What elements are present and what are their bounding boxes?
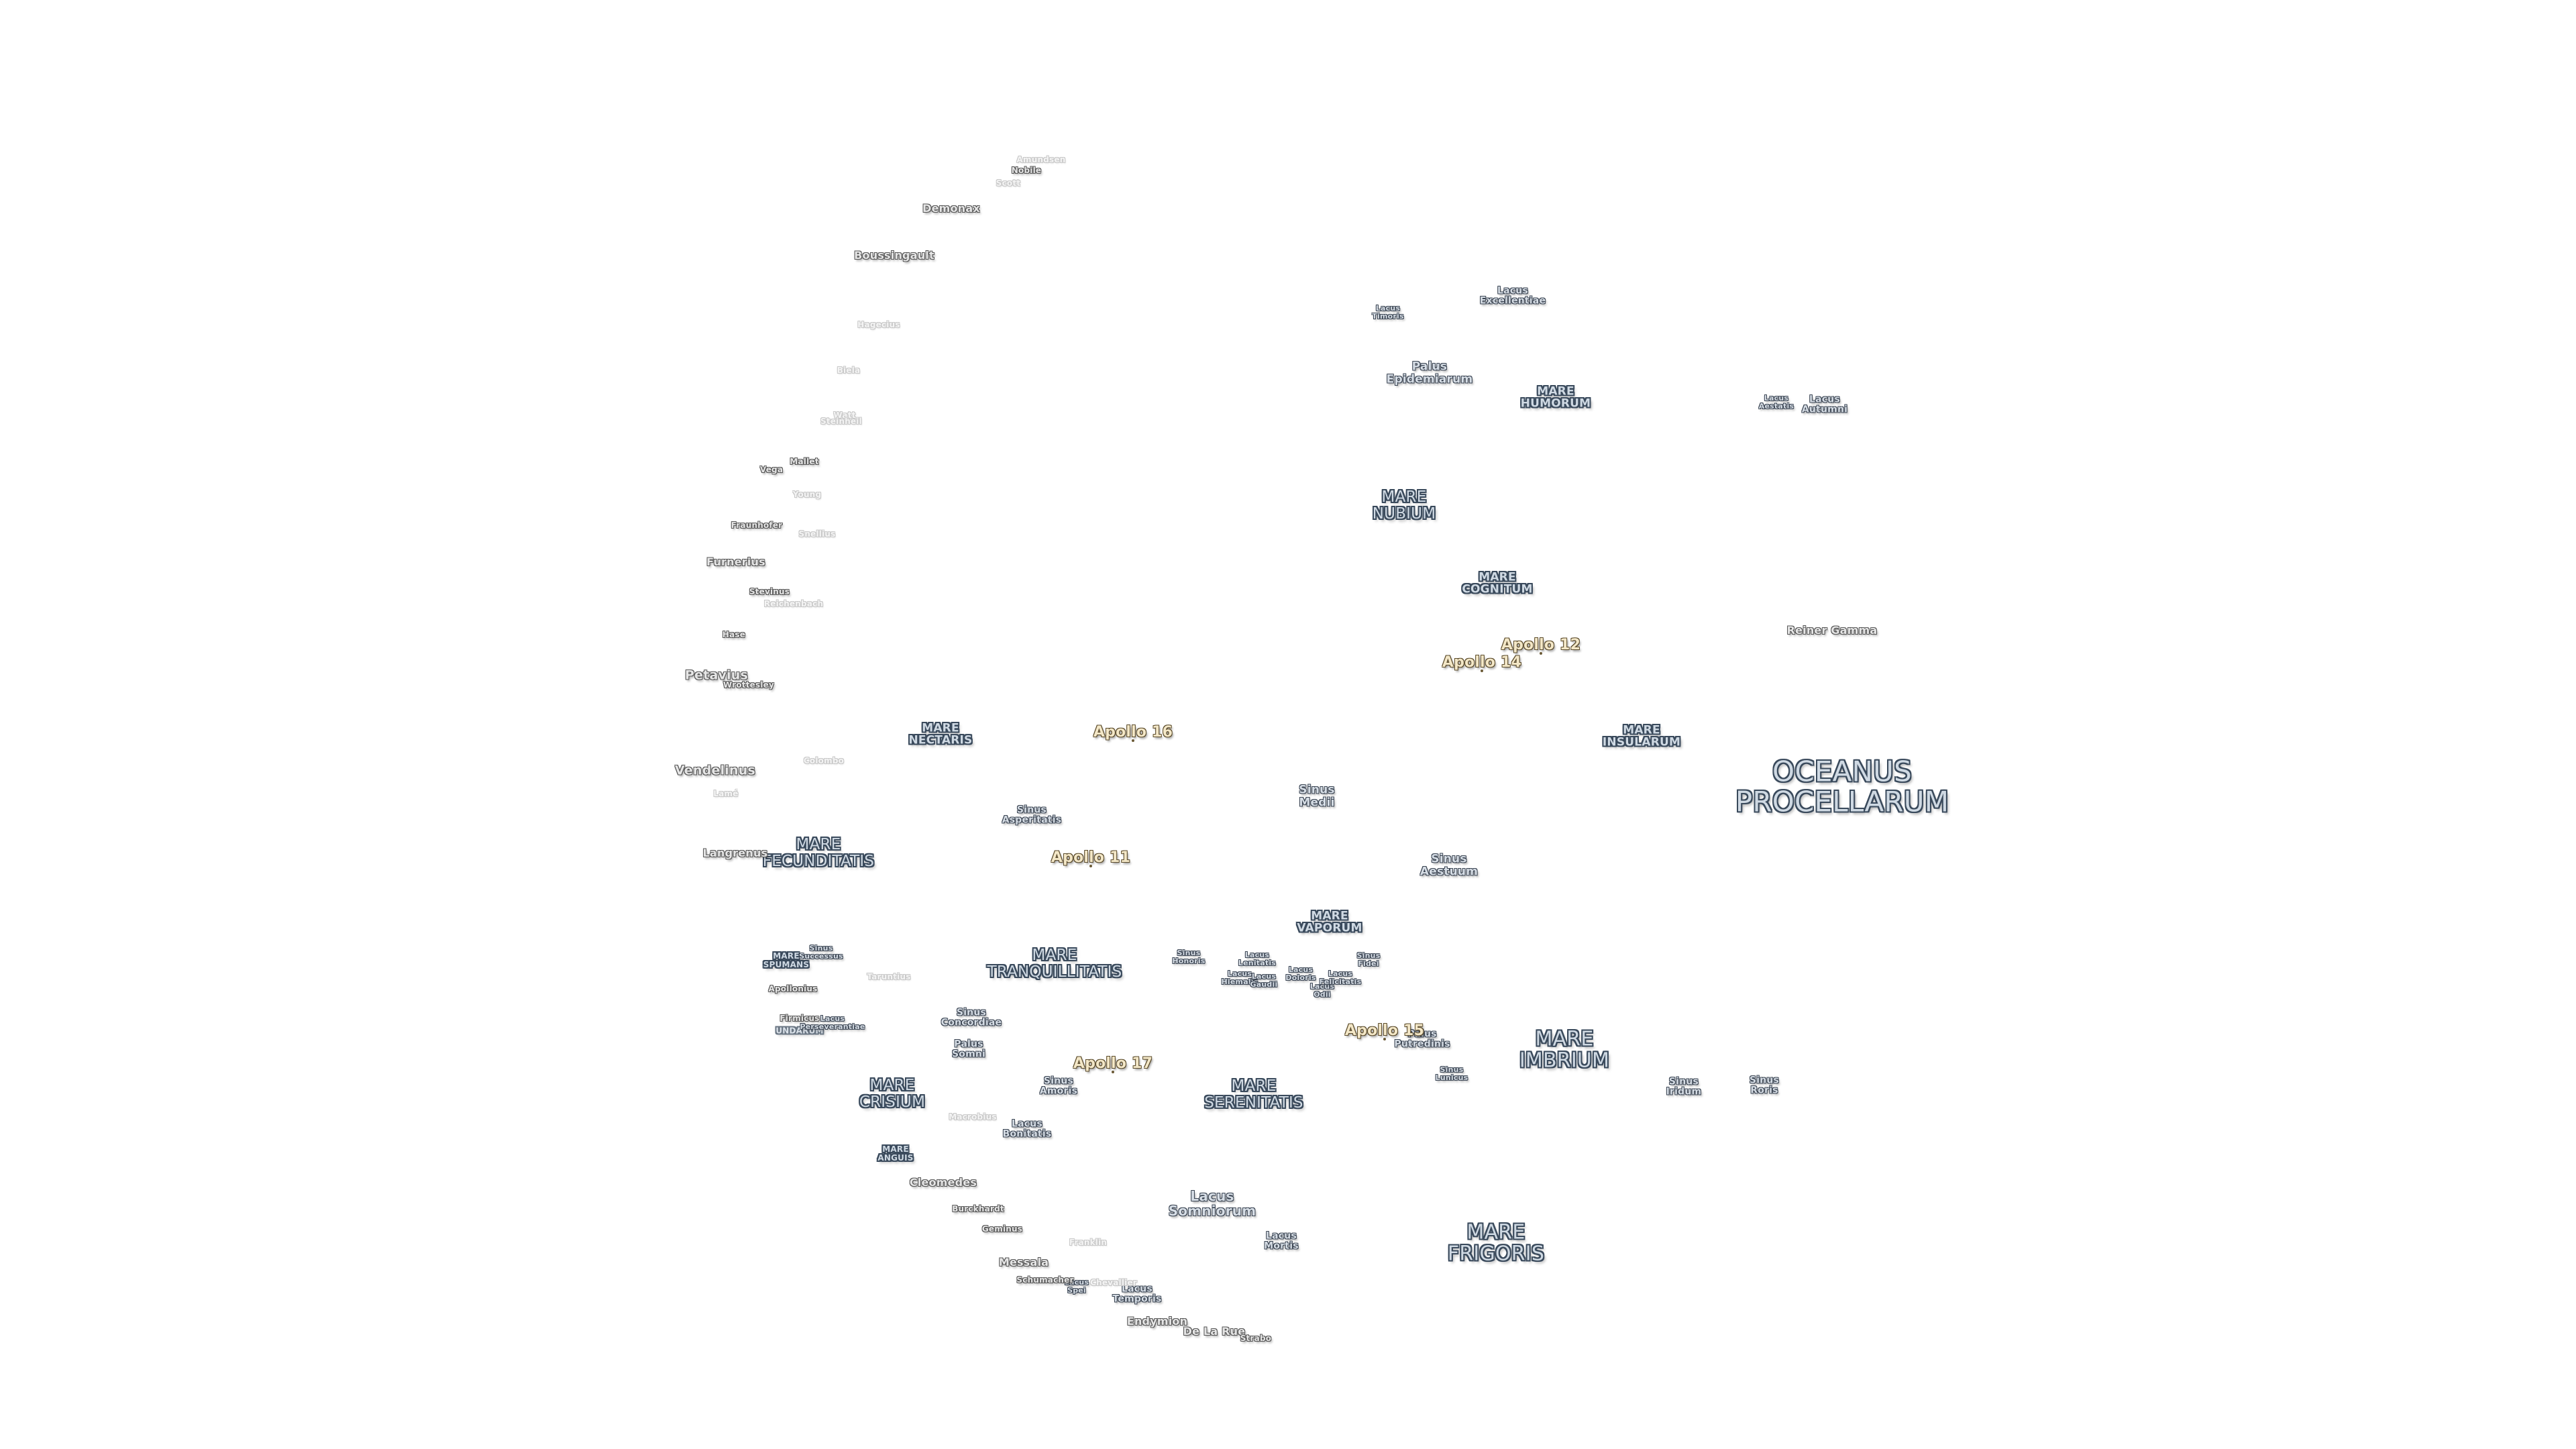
feature-label-palus-putredinis: Palus Putredinis xyxy=(1394,1028,1450,1050)
crater-label-steinheil: Steinheil xyxy=(820,417,862,426)
crater-label-schumacher: Schumacher xyxy=(1016,1275,1074,1285)
feature-label-lacus-doloris: Lacus Doloris xyxy=(1285,965,1316,982)
feature-label-sinus-roris: Sinus Roris xyxy=(1749,1075,1780,1096)
crater-label-fraunhofer: Fraunhofer xyxy=(731,521,783,530)
crater-label-vendelinus: Vendelinus xyxy=(675,763,755,778)
crater-label-furnerius: Furnerius xyxy=(706,555,765,568)
apollo-label-15: Apollo 15 xyxy=(1344,1022,1425,1039)
crater-label-messala: Messala xyxy=(998,1256,1049,1269)
crater-label-hagecius: Hagecius xyxy=(857,320,900,329)
crater-label-demonax: Demonax xyxy=(922,202,980,215)
mare-label-mare-humorum: MARE HUMORUM xyxy=(1520,384,1591,411)
feature-label-sinus-aestuum: Sinus Aestuum xyxy=(1419,852,1479,878)
crater-label-wrottesley: Wrottesley xyxy=(722,680,775,690)
apollo-12-site-marker xyxy=(1540,652,1542,655)
feature-label-sinus-medii: Sinus Medii xyxy=(1299,783,1335,809)
crater-label-young: Young xyxy=(792,490,822,499)
feature-label-lacus-perseverantiae: Lacus Perseverantiae xyxy=(800,1014,865,1031)
crater-label-strabo: Strabo xyxy=(1240,1334,1272,1343)
mare-label-mare-anguis: MARE ANGUIS xyxy=(877,1144,914,1163)
apollo-15-site-marker xyxy=(1383,1038,1386,1040)
crater-label-nobile: Nobile xyxy=(1011,166,1042,175)
feature-label-lacus-mortis: Lacus Mortis xyxy=(1264,1230,1299,1252)
mare-label-mare-insularum: MARE INSULARUM xyxy=(1602,723,1681,749)
mare-label-mare-tranquillitatis: MARE TRANQUILLITATIS xyxy=(987,947,1122,981)
feature-label-lacus-aestatis: Lacus Aestatis xyxy=(1758,393,1794,411)
crater-label-boussingault: Boussingault xyxy=(854,249,934,262)
mare-label-mare-spumans: MARE SPUMANS xyxy=(763,951,810,969)
feature-label-palus-somni: Palus Somni xyxy=(951,1038,986,1060)
crater-label-cleomedes: Cleomedes xyxy=(909,1176,977,1189)
mare-label-mare-undarum: UNDARUM xyxy=(775,1026,824,1036)
crater-label-biela: Biela xyxy=(837,366,861,375)
crater-label-langrenus: Langrenus xyxy=(702,847,768,859)
feature-label-sinus-amoris: Sinus Amoris xyxy=(1039,1075,1078,1097)
crater-label-burckhardt: Burckhardt xyxy=(952,1204,1004,1214)
mare-label-mare-crisium: MARE CRISIUM xyxy=(859,1077,926,1111)
feature-label-lacus-gaudii: Lacus Gaudii xyxy=(1250,971,1278,989)
feature-label-lacus-felicitatis: Lacus Felicitatis xyxy=(1319,969,1362,986)
feature-label-lacus-somniorum: Lacus Somniorum xyxy=(1168,1188,1256,1219)
crater-label-hase: Hase xyxy=(722,630,746,639)
apollo-17-site-marker xyxy=(1112,1071,1114,1073)
crater-label-vega: Vega xyxy=(759,465,784,474)
crater-label-colombo: Colombo xyxy=(803,756,845,765)
crater-label-franklin: Franklin xyxy=(1069,1238,1108,1247)
feature-label-lacus-temporis: Lacus Temporis xyxy=(1112,1283,1162,1305)
feature-label-sinus-fidei: Sinus Fidei xyxy=(1356,951,1381,968)
mare-label-mare-frigoris: MARE FRIGORIS xyxy=(1447,1220,1545,1266)
feature-label-lacus-timoris: Lacus Timoris xyxy=(1372,303,1404,321)
feature-label-lacus-odii: Lacus Odii xyxy=(1309,981,1335,999)
crater-label-endymion: Endymion xyxy=(1126,1315,1188,1328)
feature-label-sinus-successus: Sinus Successus xyxy=(799,943,843,961)
crater-label-petavius: Petavius xyxy=(684,667,749,683)
apollo-14-site-marker xyxy=(1481,669,1483,672)
feature-label-sinus-iridum: Sinus Iridum xyxy=(1666,1076,1702,1097)
apollo-label-17: Apollo 17 xyxy=(1073,1055,1153,1072)
feature-label-sinus-concordiae: Sinus Concordiae xyxy=(941,1007,1002,1028)
crater-label-macrobius: Macrobius xyxy=(949,1112,997,1122)
mare-label-mare-cognitum: MARE COGNITUM xyxy=(1462,570,1533,596)
crater-label-taruntius: Taruntius xyxy=(867,972,911,981)
feature-label-palus-epidemiarum: Palus Epidemiarum xyxy=(1386,360,1473,386)
feature-label-sinus-honoris: Sinus Honoris xyxy=(1172,948,1205,965)
mare-label-mare-nubium: MARE NUBIUM xyxy=(1372,488,1436,523)
feature-label-lacus-lenitatis: Lacus Lenitatis xyxy=(1238,950,1277,967)
crater-label-watt: Watt xyxy=(833,411,856,420)
crater-label-stevinus: Stevinus xyxy=(749,587,790,596)
mare-label-mare-nectaris: MARE NECTARIS xyxy=(908,721,973,747)
feature-label-lacus-spei: Lacus Spei xyxy=(1064,1277,1089,1295)
crater-label-reiner-gamma: Reiner Gamma xyxy=(1786,624,1878,637)
apollo-label-16: Apollo 16 xyxy=(1093,724,1173,741)
crater-label-mallet: Mallet xyxy=(790,457,819,466)
apollo-16-site-marker xyxy=(1132,739,1134,742)
feature-label-lacus-excellentiae: Lacus Excellentiae xyxy=(1479,285,1546,307)
feature-label-sinus-lunicus: Sinus Lunicus xyxy=(1435,1065,1468,1082)
crater-label-reichenbach: Reichenbach xyxy=(763,599,824,608)
apollo-label-11: Apollo 11 xyxy=(1051,849,1131,866)
feature-label-lacus-hiemalis: Lacus Hiemalis xyxy=(1221,969,1258,986)
crater-label-de-la-rue: De La Rue xyxy=(1183,1325,1246,1338)
crater-label-lame: Lamé xyxy=(713,789,739,798)
feature-label-lacus-bonitatis: Lacus Bonitatis xyxy=(1002,1118,1052,1140)
apollo-11-site-marker xyxy=(1089,865,1092,867)
crater-label-amundsen: Amundsen xyxy=(1016,155,1066,164)
crater-label-chevallier: Chevallier xyxy=(1090,1278,1137,1287)
mare-label-mare-vaporum: MARE VAPORUM xyxy=(1297,909,1362,935)
feature-label-sinus-asperitatis: Sinus Asperitatis xyxy=(1002,804,1062,826)
mare-label-oceanus-procellarum: OCEANUS PROCELLARUM xyxy=(1735,755,1949,818)
feature-label-lacus-autumni: Lacus Autumni xyxy=(1801,394,1848,415)
crater-label-scott: Scott xyxy=(996,178,1021,188)
crater-label-geminus: Geminus xyxy=(981,1224,1023,1234)
crater-label-firmicus: Firmicus xyxy=(780,1014,820,1023)
apollo-label-14: Apollo 14 xyxy=(1442,654,1522,671)
mare-label-mare-serenitatis: MARE SERENITATIS xyxy=(1204,1077,1303,1112)
crater-label-snellius: Snellius xyxy=(798,529,836,539)
apollo-label-12: Apollo 12 xyxy=(1501,637,1581,653)
crater-label-apollonius: Apollonius xyxy=(768,984,818,994)
mare-label-mare-fecunditatis: MARE FECUNDITATIS xyxy=(762,836,875,870)
mare-label-mare-imbrium: MARE IMBRIUM xyxy=(1519,1027,1610,1073)
